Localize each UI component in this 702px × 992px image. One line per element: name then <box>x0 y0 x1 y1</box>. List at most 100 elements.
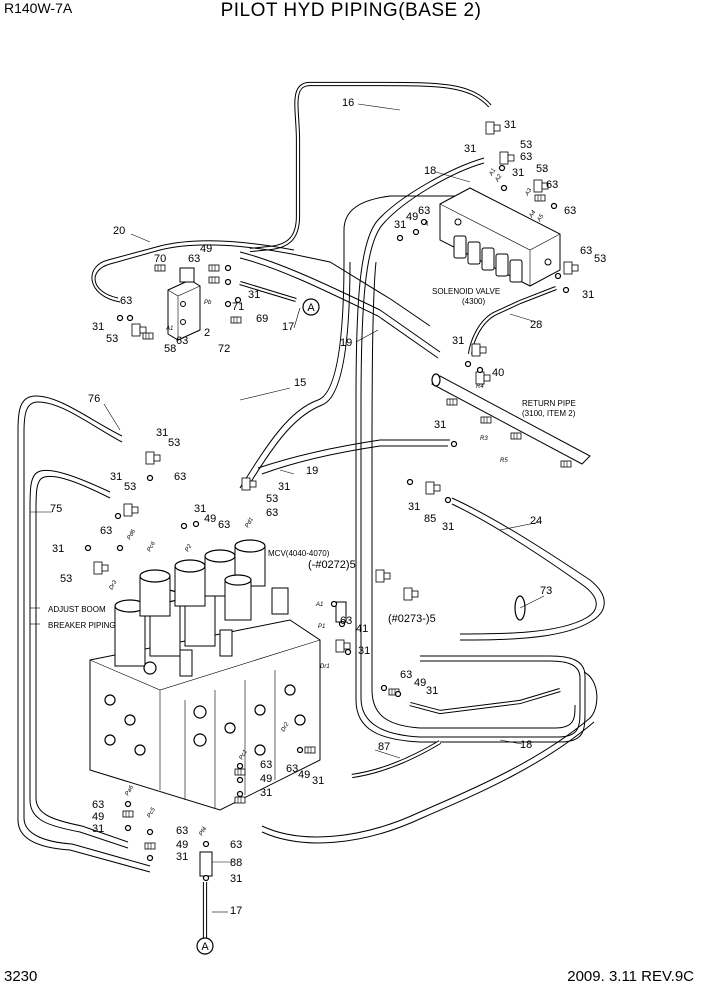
svg-text:31: 31 <box>582 289 594 301</box>
spool-caps <box>114 539 266 667</box>
svg-text:58: 58 <box>164 343 176 355</box>
revision-date: 2009. 3.11 REV.9C <box>567 968 694 985</box>
svg-text:17: 17 <box>230 905 242 917</box>
svg-text:31: 31 <box>278 481 290 493</box>
svg-text:63: 63 <box>218 519 230 531</box>
solenoid-coils <box>453 235 523 283</box>
svg-text:P2: P2 <box>185 543 194 553</box>
svg-text:Pc1: Pc1 <box>239 749 249 761</box>
svg-text:R4: R4 <box>476 384 484 390</box>
hose-20 <box>91 240 431 327</box>
svg-text:Pd1: Pd1 <box>245 517 256 529</box>
svg-text:Pa6: Pa6 <box>125 784 136 797</box>
svg-text:A1: A1 <box>315 602 323 608</box>
svg-text:31: 31 <box>260 787 272 799</box>
svg-text:31: 31 <box>408 501 420 513</box>
svg-text:63: 63 <box>546 179 558 191</box>
svg-text:49: 49 <box>298 769 310 781</box>
svg-text:63: 63 <box>188 253 200 265</box>
svg-text:P1: P1 <box>318 624 325 630</box>
svg-text:19: 19 <box>340 337 352 349</box>
svg-text:63: 63 <box>176 335 188 347</box>
svg-text:(-#0272)5: (-#0272)5 <box>308 559 356 571</box>
svg-text:63: 63 <box>266 507 278 519</box>
svg-text:31: 31 <box>426 685 438 697</box>
svg-text:A1: A1 <box>488 168 497 178</box>
svg-text:A2: A2 <box>494 173 504 184</box>
svg-text:MCV(4040-4070): MCV(4040-4070) <box>268 549 330 558</box>
main-control-valve <box>89 539 321 811</box>
svg-text:18: 18 <box>424 165 436 177</box>
solenoid-valve <box>439 187 561 287</box>
svg-text:31: 31 <box>512 167 524 179</box>
svg-text:53: 53 <box>106 333 118 345</box>
svg-text:49: 49 <box>92 811 104 823</box>
hose-76 <box>17 395 151 873</box>
svg-text:31: 31 <box>434 419 446 431</box>
svg-text:49: 49 <box>406 211 418 223</box>
connector-a-top: A <box>302 298 320 316</box>
svg-text:63: 63 <box>230 839 242 851</box>
page-title: PILOT HYD PIPING(BASE 2) <box>220 0 482 21</box>
svg-text:31: 31 <box>312 775 324 787</box>
svg-text:63: 63 <box>400 669 412 681</box>
hose-18-lower <box>261 671 598 844</box>
svg-text:Dr2: Dr2 <box>281 721 291 733</box>
svg-text:31: 31 <box>92 823 104 835</box>
svg-text:R3: R3 <box>480 436 488 442</box>
svg-text:P: P <box>425 221 432 227</box>
svg-text:88: 88 <box>230 857 242 869</box>
hose-87 <box>351 740 442 779</box>
svg-text:53: 53 <box>594 253 606 265</box>
svg-text:T: T <box>542 168 547 174</box>
svg-text:2: 2 <box>204 327 210 339</box>
svg-text:(3100, ITEM 2): (3100, ITEM 2) <box>522 409 576 418</box>
svg-text:63: 63 <box>174 471 186 483</box>
svg-text:40: 40 <box>492 367 504 379</box>
svg-text:Pf4: Pf4 <box>199 826 209 837</box>
hose-16 <box>249 81 492 253</box>
svg-text:70: 70 <box>154 253 166 265</box>
svg-text:31: 31 <box>110 471 122 483</box>
svg-text:63: 63 <box>520 151 532 163</box>
svg-text:Pc5: Pc5 <box>147 806 158 819</box>
page-number: 3230 <box>4 968 38 985</box>
svg-text:A: A <box>201 941 209 953</box>
svg-text:31: 31 <box>176 851 188 863</box>
svg-text:49: 49 <box>200 243 212 255</box>
svg-text:49: 49 <box>414 677 426 689</box>
mcv-relief-1 <box>179 649 193 677</box>
svg-text:R5: R5 <box>500 458 508 464</box>
svg-text:71: 71 <box>232 301 244 313</box>
svg-text:73: 73 <box>540 585 552 597</box>
svg-text:(4300): (4300) <box>462 297 485 306</box>
svg-text:31: 31 <box>52 543 64 555</box>
hose-15 <box>239 195 470 491</box>
svg-text:72: 72 <box>218 343 230 355</box>
hose-19 <box>239 251 450 475</box>
svg-text:63: 63 <box>564 205 576 217</box>
svg-text:Dr3: Dr3 <box>109 579 119 591</box>
callout-labels: SOLENOID VALVE (4300) RETURN PIPE (3100,… <box>48 287 576 630</box>
svg-text:85: 85 <box>424 513 436 525</box>
svg-text:63: 63 <box>260 759 272 771</box>
hose-28 <box>467 286 557 355</box>
svg-text:31: 31 <box>230 873 242 885</box>
svg-text:A3: A3 <box>524 187 534 198</box>
svg-text:49: 49 <box>204 513 216 525</box>
svg-text:53: 53 <box>168 437 180 449</box>
hose-75 <box>29 469 129 849</box>
svg-text:20: 20 <box>113 225 125 237</box>
svg-text:31: 31 <box>442 521 454 533</box>
svg-text:76: 76 <box>88 393 100 405</box>
svg-text:63: 63 <box>340 615 352 627</box>
svg-text:63: 63 <box>286 763 298 775</box>
svg-text:63: 63 <box>120 295 132 307</box>
svg-text:53: 53 <box>124 481 136 493</box>
svg-text:28: 28 <box>530 319 542 331</box>
svg-text:A4: A4 <box>528 209 538 220</box>
svg-text:A: A <box>307 302 315 314</box>
svg-text:SOLENOID VALVE: SOLENOID VALVE <box>432 287 500 296</box>
